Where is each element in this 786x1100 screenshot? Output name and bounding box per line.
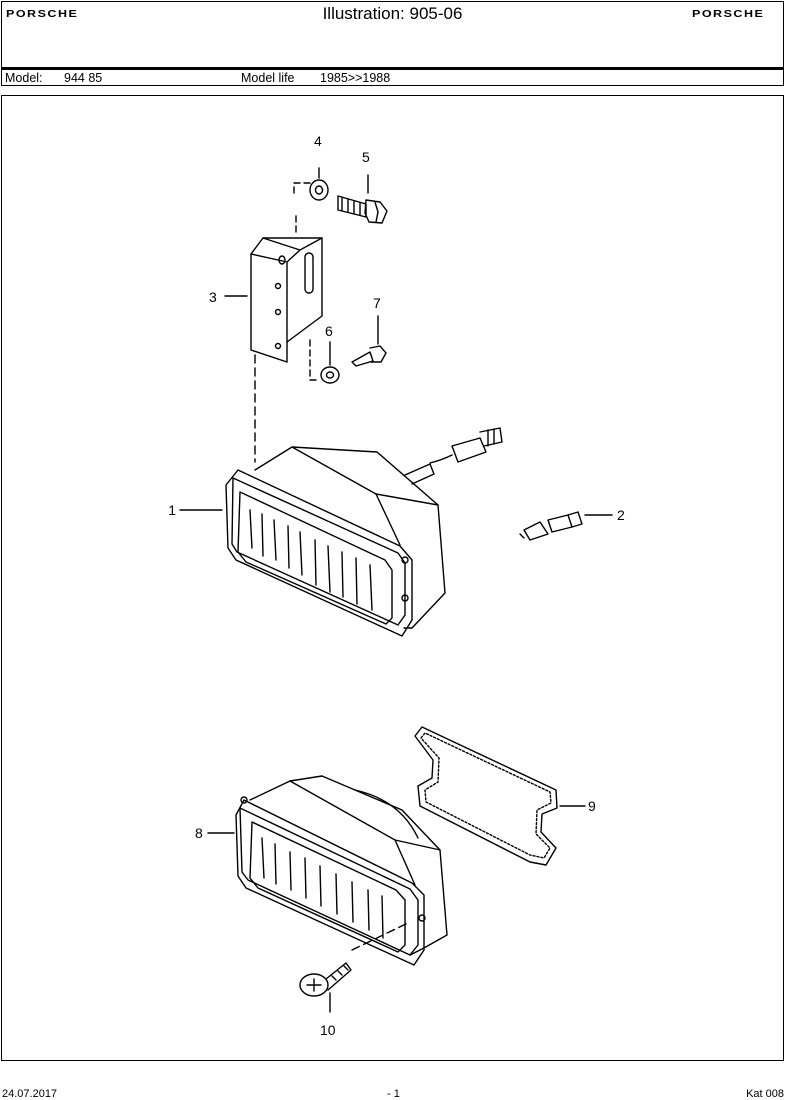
porsche-logo-left: PORSCHE xyxy=(6,9,79,20)
callout-4: 4 xyxy=(314,133,322,149)
washer-part-6 xyxy=(320,341,340,384)
gasket-part-9 xyxy=(414,726,586,866)
footer-page-number: - 1 xyxy=(387,1088,400,1100)
callout-6: 6 xyxy=(325,323,333,339)
callout-10: 10 xyxy=(320,1022,336,1038)
bolt-part-5 xyxy=(337,174,388,224)
model-value: 944 85 xyxy=(64,71,103,85)
callout-8: 8 xyxy=(195,825,203,841)
illustration-frame xyxy=(1,95,784,1061)
bracket-part-3 xyxy=(224,211,323,463)
callout-7: 7 xyxy=(373,295,381,311)
model-row: Model: 944 85 Model life 1985>>1988 xyxy=(2,70,783,86)
bulb-part-2 xyxy=(519,511,613,541)
callout-3: 3 xyxy=(209,289,217,305)
model-label: Model: xyxy=(5,71,43,85)
header-box: PORSCHE Illustration: 905-06 PORSCHE Mod… xyxy=(1,1,784,86)
screw-part-7 xyxy=(351,315,387,367)
callout-5: 5 xyxy=(362,149,370,165)
fog-lamp-part-8 xyxy=(207,775,448,966)
callout-9: 9 xyxy=(588,798,596,814)
page-title: Illustration: 905-06 xyxy=(322,4,463,23)
porsche-logo-right: PORSCHE xyxy=(692,9,765,20)
callout-1: 1 xyxy=(168,502,176,518)
footer-catalog: Kat 008 xyxy=(746,1088,784,1100)
washer-part-4 xyxy=(293,167,329,201)
footer-date: 24.07.2017 xyxy=(2,1088,58,1100)
header-divider xyxy=(2,67,783,70)
model-life-label: Model life xyxy=(241,71,295,85)
callout-2: 2 xyxy=(617,507,625,523)
model-life-value: 1985>>1988 xyxy=(320,71,391,85)
fog-lamp-part-1 xyxy=(179,427,503,637)
screw-part-10 xyxy=(299,962,352,1013)
